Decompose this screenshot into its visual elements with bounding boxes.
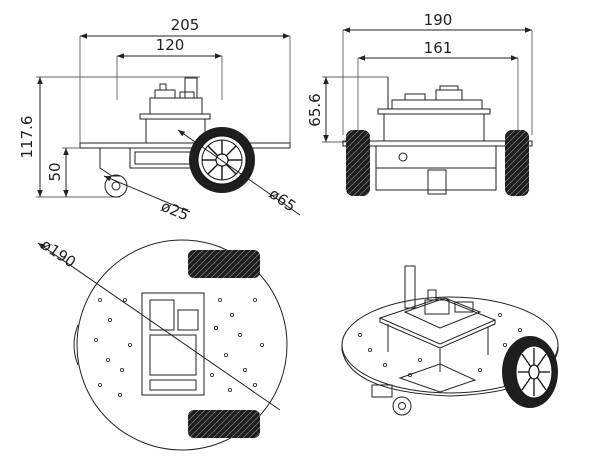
dim-overall-width: 190 xyxy=(424,11,453,29)
front-upper-plate xyxy=(377,108,491,115)
front-caster xyxy=(427,169,447,195)
side-view: 205 120 117.6 50 xyxy=(18,16,301,224)
front-left-tire xyxy=(346,130,370,196)
dim-overall-height: 117.6 xyxy=(18,116,36,159)
isometric-view xyxy=(341,265,559,416)
dim-board-length: 120 xyxy=(156,36,185,54)
iso-caster-wheel xyxy=(392,396,412,416)
dim-axle-height: 50 xyxy=(46,162,64,181)
top-mounting-holes xyxy=(94,297,264,397)
side-wheel-spokes xyxy=(202,140,242,180)
dim-plate-diameter: ø190 xyxy=(38,235,79,271)
dim-overall-length: 205 xyxy=(171,16,200,34)
front-right-tire xyxy=(505,130,529,196)
side-upper-plate xyxy=(139,113,211,120)
iso-control-board xyxy=(403,297,482,329)
front-view: 190 161 65.6 xyxy=(306,11,533,196)
dim-track-width: 161 xyxy=(424,39,453,57)
top-control-board xyxy=(141,292,205,396)
top-plate xyxy=(76,239,288,451)
top-lower-tire xyxy=(188,410,260,438)
front-control-board xyxy=(391,99,483,110)
iso-battery-box xyxy=(398,363,477,393)
iso-mounting-holes xyxy=(357,312,523,377)
dim-upper-height: 65.6 xyxy=(306,93,324,126)
top-caster-edge xyxy=(73,324,79,366)
side-antenna-module xyxy=(184,77,198,99)
front-lower-plate xyxy=(342,140,533,147)
side-lower-plate xyxy=(79,142,291,149)
side-control-board xyxy=(149,97,203,115)
side-caster-bracket xyxy=(99,148,120,177)
iso-upper-plate xyxy=(378,297,497,345)
top-view: ø190 xyxy=(37,235,288,451)
dim-caster-diameter: ø25 xyxy=(159,197,192,224)
iso-antenna-module xyxy=(404,265,416,309)
top-upper-tire xyxy=(188,250,260,278)
